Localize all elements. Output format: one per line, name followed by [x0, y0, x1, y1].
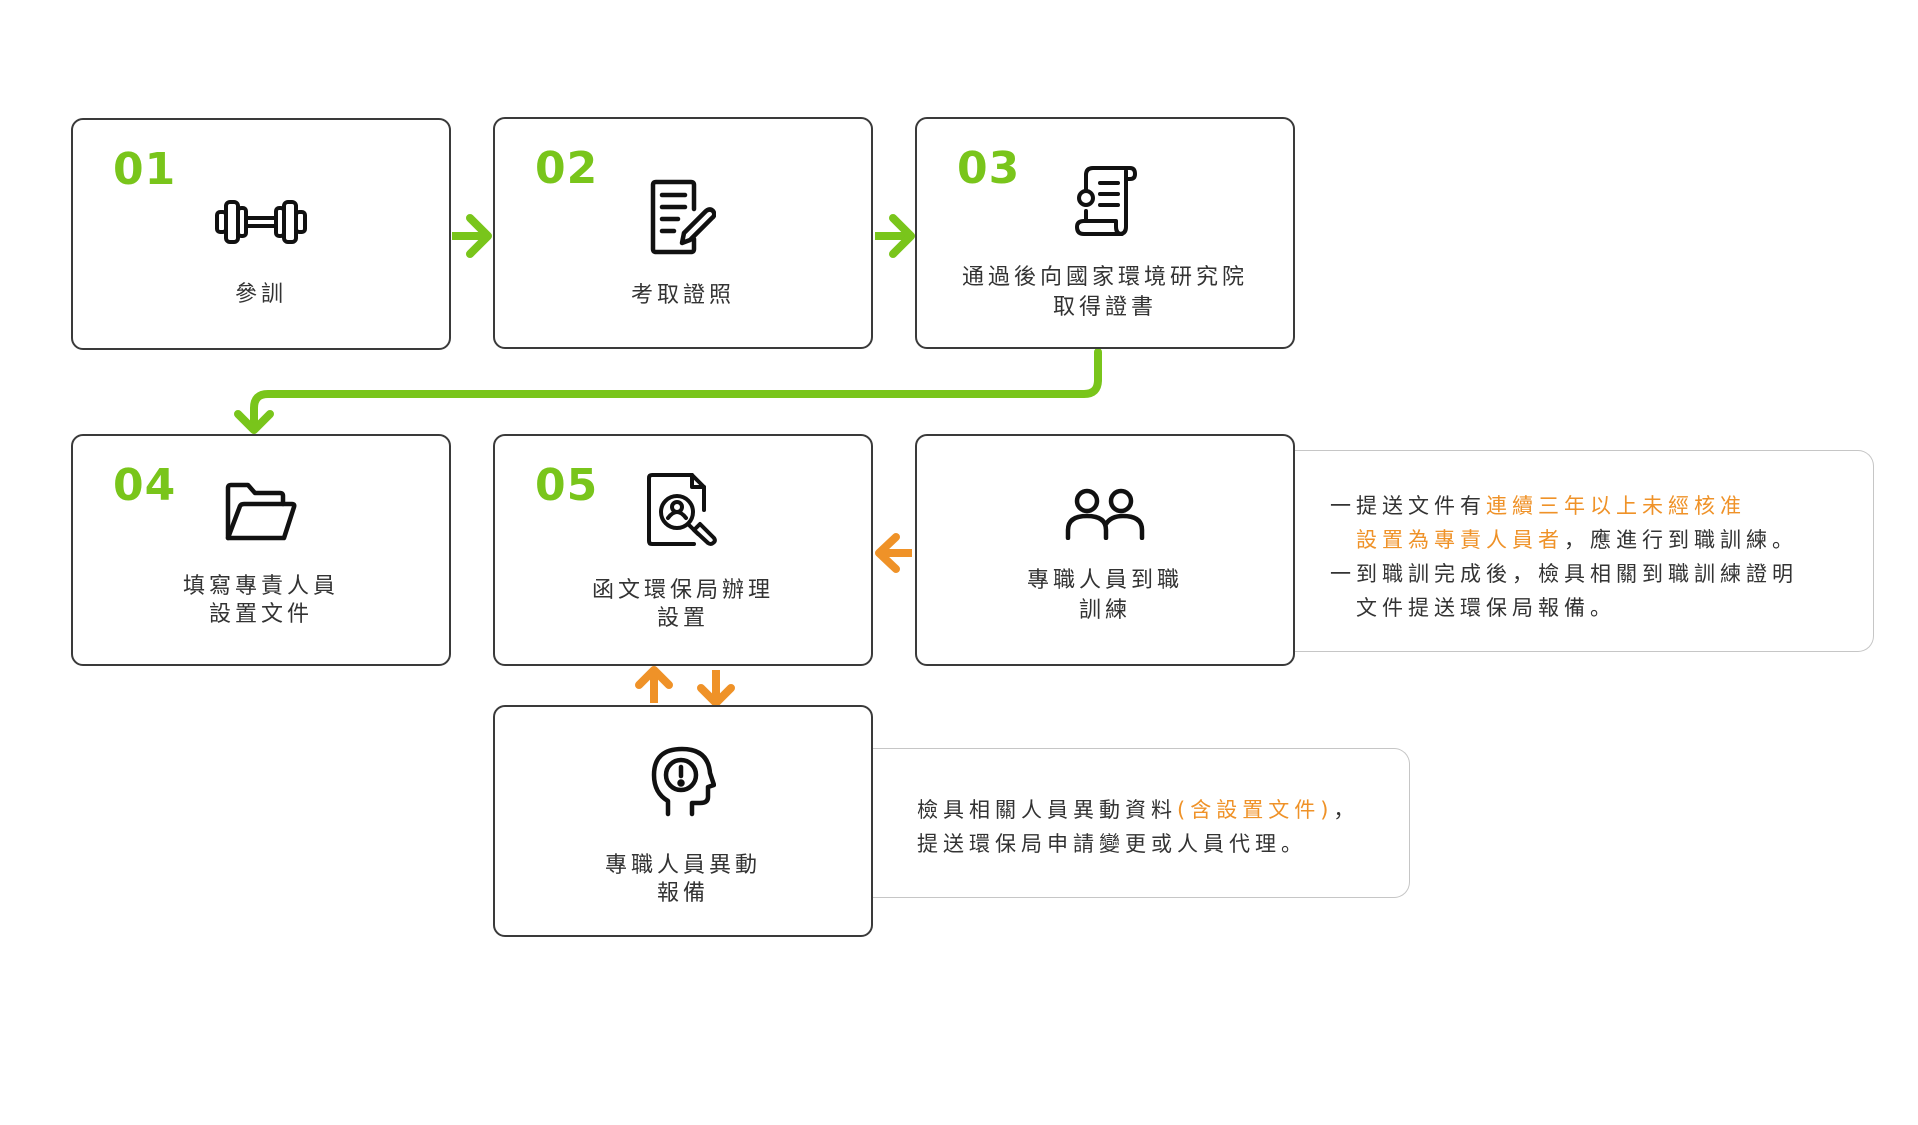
step-label-line2: 取得證書 — [1052, 295, 1157, 320]
training-note: 一提送文件有連續三年以上未經核准 設置為專責人員者，應進行到職訓練。 一到職訓完… — [1260, 450, 1874, 652]
step-02-card: 02 考取證照 — [493, 117, 873, 349]
arrow-training-to-05 — [875, 533, 912, 573]
document-search-icon — [646, 472, 720, 552]
step-label-line1: 填寫專責人員 — [182, 574, 339, 599]
step-label-line2: 設置 — [656, 606, 709, 631]
step-label-line1: 通過後向國家環境研究院 — [961, 265, 1248, 290]
step-04-card: 04 填寫專責人員 設置文件 — [71, 434, 451, 666]
arrow-02-to-03 — [875, 214, 915, 258]
folder-icon — [224, 482, 298, 548]
head-alert-icon — [650, 745, 717, 821]
step-number: 04 — [113, 460, 177, 511]
training-note-line4: 文件提送環保局報備。 — [1356, 596, 1616, 620]
arrow-change-to-05 — [635, 666, 673, 703]
people-icon — [1065, 488, 1145, 544]
step-label-line1: 函文環保局辦理 — [591, 578, 774, 603]
arrow-03-to-04 — [234, 348, 1102, 434]
training-note-line2: 設置為專責人員者，應進行到職訓練。 — [1356, 528, 1798, 552]
change-note-line1: 檢具相關人員異動資料(含設置文件)， — [917, 798, 1360, 822]
training-label-line2: 訓練 — [1078, 598, 1131, 623]
step-label-line2: 設置文件 — [208, 602, 313, 627]
step-01-card: 01 參訓 — [71, 118, 451, 350]
step-number: 01 — [113, 144, 177, 195]
arrow-05-to-change — [697, 670, 735, 707]
arrow-01-to-02 — [452, 214, 492, 258]
change-note-line2: 提送環保局申請變更或人員代理。 — [917, 832, 1307, 856]
step-number: 03 — [957, 143, 1021, 194]
training-note-line1: 一提送文件有連續三年以上未經核准 — [1330, 494, 1746, 518]
step-number: 02 — [535, 143, 599, 194]
certificate-scroll-icon — [1072, 165, 1138, 241]
step-number: 05 — [535, 460, 599, 511]
step-03-card: 03 通過後向國家環境研究院 取得證書 — [915, 117, 1295, 349]
change-note: 檢具相關人員異動資料(含設置文件)， 提送環保局申請變更或人員代理。 — [862, 748, 1410, 898]
edit-document-icon — [650, 179, 717, 259]
change-label-line2: 報備 — [656, 881, 709, 906]
change-box: 專職人員異動 報備 — [493, 705, 873, 937]
training-note-line3: 一到職訓完成後，檢具相關到職訓練證明 — [1330, 562, 1798, 586]
step-05-card: 05 函文環保局辦理 設置 — [493, 434, 873, 666]
step-label: 考取證照 — [630, 283, 735, 308]
training-box: 專職人員到職 訓練 — [915, 434, 1295, 666]
change-label-line1: 專職人員異動 — [604, 853, 761, 878]
step-label: 參訓 — [234, 282, 287, 307]
dumbbell-icon — [215, 196, 307, 252]
training-label-line1: 專職人員到職 — [1026, 568, 1183, 593]
